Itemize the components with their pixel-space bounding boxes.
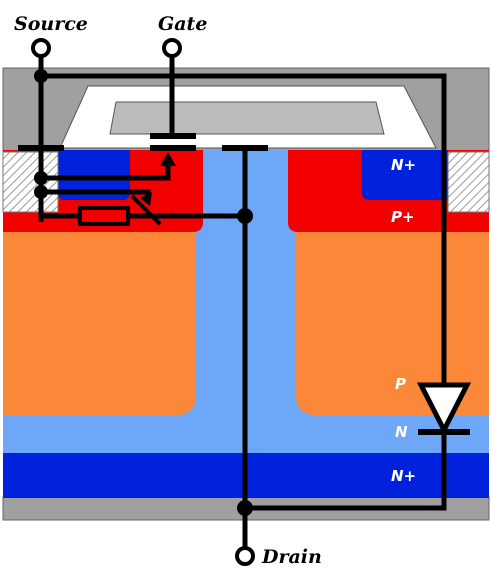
gate-channel-pad bbox=[150, 145, 196, 151]
node-dot bbox=[34, 69, 48, 83]
p-body-label: P bbox=[395, 375, 406, 393]
source-label: Source bbox=[14, 13, 88, 35]
n-plus-source-label: N+ bbox=[391, 156, 416, 174]
hatched-trench-right bbox=[447, 151, 490, 213]
p-column-left bbox=[3, 232, 196, 415]
source-terminal-icon[interactable] bbox=[31, 38, 51, 58]
emitter-arrow-icon bbox=[160, 152, 176, 166]
n-plus-substrate-label: N+ bbox=[391, 467, 416, 485]
hatched-trench-left bbox=[2, 151, 59, 213]
n-plus-source-right bbox=[362, 150, 448, 200]
node-dot bbox=[34, 185, 48, 199]
p-plus-label: P+ bbox=[391, 208, 415, 226]
drain-terminal-icon[interactable] bbox=[235, 546, 255, 566]
node-dot bbox=[237, 500, 253, 516]
gate-poly bbox=[109, 101, 385, 135]
drain-label: Drain bbox=[261, 546, 322, 568]
gate-terminal-icon[interactable] bbox=[162, 38, 182, 58]
gate-label: Gate bbox=[158, 13, 207, 35]
body-resistor bbox=[78, 206, 130, 226]
base-arrow-icon bbox=[140, 192, 152, 206]
node-dot bbox=[34, 171, 48, 185]
n-drift-label: N bbox=[395, 423, 408, 441]
node-dot bbox=[237, 208, 253, 224]
n-plus-source-left bbox=[58, 150, 130, 200]
body-diode-icon bbox=[416, 382, 472, 436]
p-column-right bbox=[296, 232, 489, 415]
collector-stroke bbox=[130, 194, 162, 226]
